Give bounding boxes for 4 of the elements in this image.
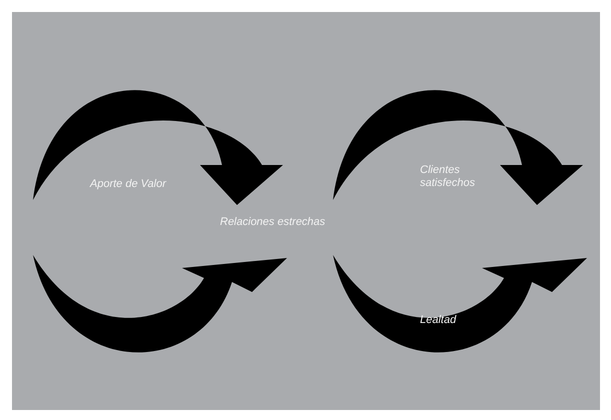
cycle-label: Clientes satisfechos	[420, 164, 476, 190]
cycle-label: Relaciones estrechas	[220, 216, 326, 229]
cycle-label: Lealtad	[420, 314, 456, 327]
cycle-label: Aporte de Valor	[90, 178, 166, 191]
